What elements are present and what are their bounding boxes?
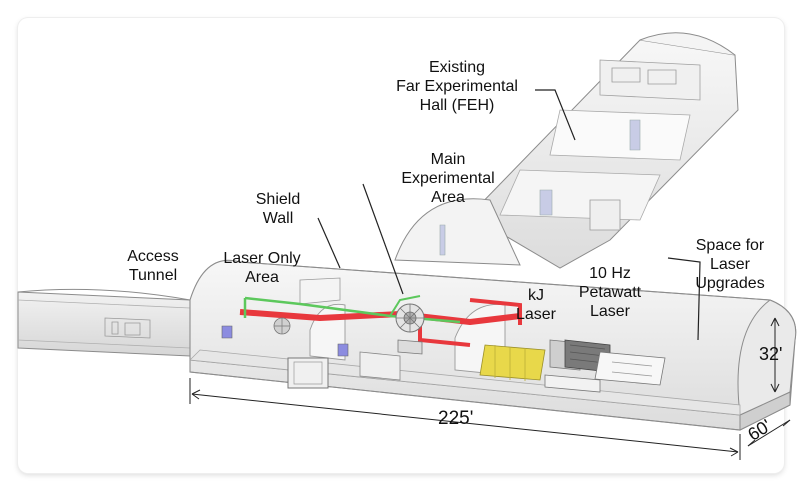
label-main-experimental-area: Main Experimental Area — [378, 150, 518, 207]
label-space-for-upgrades: Space for Laser Upgrades — [684, 236, 776, 293]
access-tunnel — [17, 288, 191, 357]
label-laser-only-area: Laser Only Area — [212, 249, 312, 287]
label-petawatt-laser: 10 Hz Petawatt Laser — [570, 264, 650, 321]
feh-line-3: Hall (FEH) — [419, 97, 495, 114]
space-line-2: Laser — [709, 256, 751, 273]
laser-only-equipment — [221, 317, 401, 389]
main-line-2: Experimental — [401, 170, 495, 187]
target-chamber — [395, 303, 425, 355]
space-line-1: Space for — [695, 237, 765, 254]
dimension-height: 32' — [759, 344, 783, 364]
main-hall — [189, 259, 797, 431]
leader-lines — [317, 89, 701, 341]
feh-line-1: Existing — [428, 59, 486, 76]
main-line-1: Main — [430, 151, 466, 168]
label-shield-wall: Shield Wall — [240, 190, 316, 228]
shield-line-1: Shield — [255, 191, 301, 208]
feh-line-2: Far Experimental — [396, 78, 518, 95]
label-kj-laser: kJ Laser — [506, 286, 566, 324]
kj-line-2: Laser — [515, 306, 557, 323]
access-line-1: Access — [127, 248, 179, 265]
access-line-2: Tunnel — [128, 267, 178, 284]
hz-line-2: Petawatt — [578, 284, 642, 301]
space-line-3: Upgrades — [695, 275, 765, 292]
hz-line-1: 10 Hz — [589, 265, 631, 282]
laser-only-line-1: Laser Only — [223, 250, 301, 267]
main-experimental-dome — [394, 198, 521, 266]
shield-line-2: Wall — [262, 210, 294, 227]
far-experimental-hall — [469, 32, 739, 269]
dimension-lines — [189, 317, 791, 460]
kj-line-1: kJ — [528, 287, 544, 304]
label-access-tunnel: Access Tunnel — [116, 247, 190, 285]
hz-line-3: Laser — [589, 303, 631, 320]
label-far-experimental-hall: Existing Far Experimental Hall (FEH) — [382, 58, 532, 115]
main-line-3: Area — [431, 189, 465, 206]
laser-only-line-2: Area — [245, 269, 279, 286]
dimension-length: 225' — [438, 408, 474, 429]
petawatt-laser-equipment — [544, 339, 666, 393]
